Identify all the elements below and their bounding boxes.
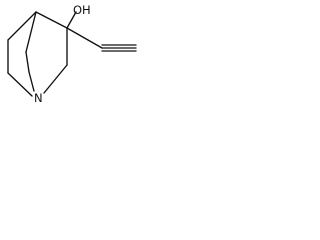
bond-middle-upper-c-to-middle-lower-c [25,51,30,73]
bond-bridgehead-c-to-c3 [35,11,68,29]
bond-middle-lower-c-to-n [28,71,35,92]
bond-bridgehead-c-to-middle-upper-c [25,11,37,53]
bond-c2-to-n [43,64,68,94]
hydroxyl-label: OH [73,3,91,17]
bond-bridgehead-c-to-left-upper-c [7,11,37,41]
nitrogen-label: N [34,91,43,105]
bond-c3-to-oh [66,11,77,29]
bond-c3-to-alkyne-c [66,27,103,49]
bond-left-lower-c-to-n [7,72,33,97]
structure-diagram: OH N [7,3,137,105]
